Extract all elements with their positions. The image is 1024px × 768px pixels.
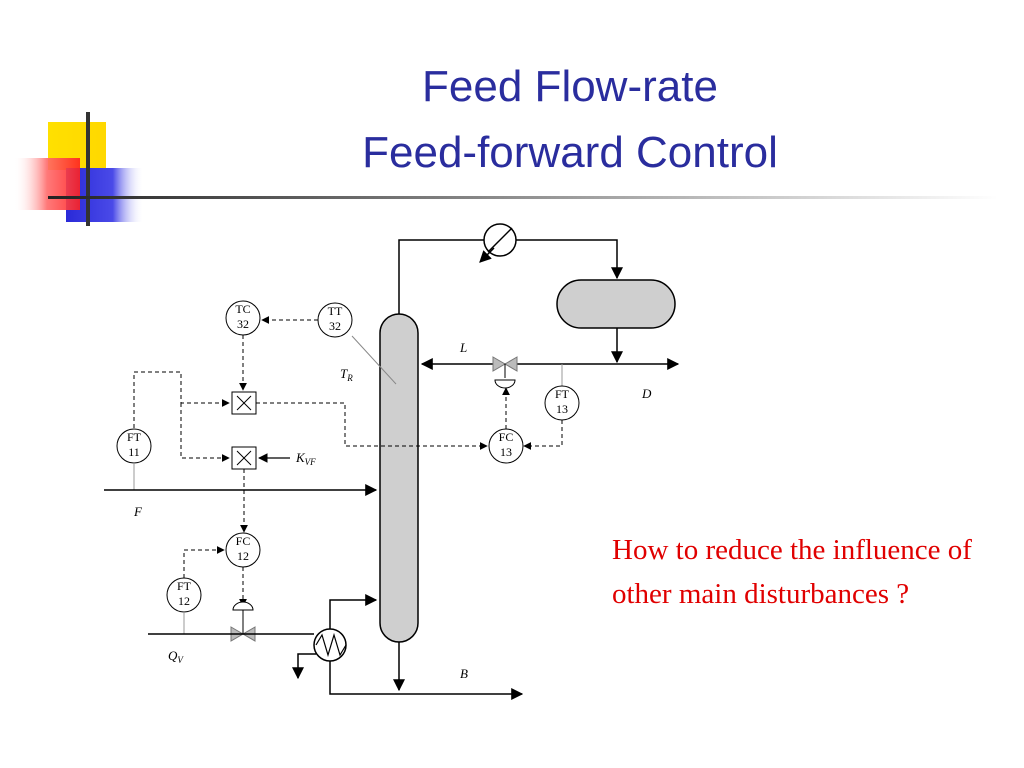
boilup-line xyxy=(329,594,378,629)
bottoms-label: B xyxy=(460,666,468,681)
slide-title-line-2: Feed-forward Control xyxy=(362,128,778,177)
vertical-bar xyxy=(86,112,90,226)
tt32-tag: TT xyxy=(328,304,343,318)
ft13-num: 13 xyxy=(556,402,568,416)
condensate-line xyxy=(516,239,623,280)
ft11-num: 11 xyxy=(128,445,140,459)
fc13-num: 13 xyxy=(500,445,512,459)
tc32-num: 32 xyxy=(237,317,249,331)
distillate-label: D xyxy=(641,386,652,401)
overhead-line xyxy=(398,239,484,314)
temperature-label: TR xyxy=(340,366,353,383)
bottoms-line xyxy=(329,661,524,700)
distillation-column xyxy=(379,313,419,643)
reflux-actuator-icon xyxy=(494,379,516,389)
ft12-num: 12 xyxy=(178,594,190,608)
gain-label: KVF xyxy=(295,450,316,467)
reflux-drum xyxy=(556,279,676,329)
condensate-out xyxy=(292,653,316,680)
title-rule xyxy=(48,196,998,199)
slide-title-line-1: Feed Flow-rate xyxy=(422,62,718,111)
question-text: How to reduce the influence of other mai… xyxy=(612,534,972,610)
tc32-tag: TC xyxy=(235,302,250,316)
steam-actuator-icon xyxy=(232,601,254,611)
ft13-tag: FT xyxy=(555,387,570,401)
fc12-num: 12 xyxy=(237,549,249,563)
red-square xyxy=(14,158,80,210)
fc12-tag: FC xyxy=(236,534,251,548)
heat-label: QV xyxy=(168,648,184,665)
feed-label: F xyxy=(133,504,143,519)
tt32-num: 32 xyxy=(329,319,341,333)
reflux-label: L xyxy=(459,340,467,355)
ft11-tag: FT xyxy=(127,430,142,444)
ft12-tag: FT xyxy=(177,579,192,593)
fc13-tag: FC xyxy=(499,430,514,444)
reboiler xyxy=(313,628,347,662)
